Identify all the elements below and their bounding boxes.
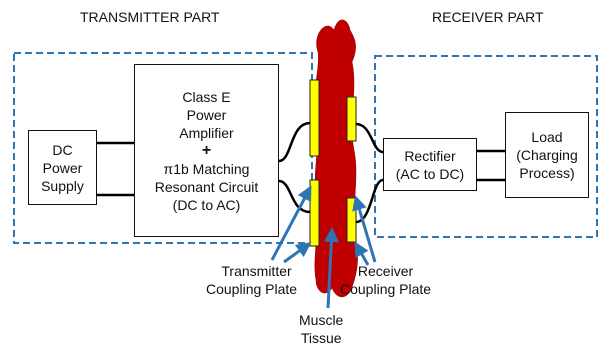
tissue-label-line-1: Muscle (299, 312, 344, 328)
load-line-3: Process) (519, 165, 575, 181)
rx-plate-bottom (346, 197, 357, 243)
amp-line-5: π1b Matching (163, 160, 250, 177)
rectifier-line-1: Rectifier (404, 147, 456, 164)
tx-plate-bottom (309, 179, 320, 247)
arrow-rx-bottom (354, 241, 370, 266)
tx-plate-top (309, 79, 320, 157)
rx-plate-label-line-2: Coupling Plate (340, 281, 432, 297)
tx-plate-label-line-1: Transmitter (221, 263, 292, 279)
amp-line-7: (DC to AC) (172, 196, 241, 213)
tx-plate-label: Transmitter Coupling Plate (206, 262, 297, 298)
transmitter-section-title: TRANSMITTER PART (80, 9, 220, 25)
amp-line-1: Class E (182, 88, 231, 105)
transmitter-dashed-border (13, 52, 313, 244)
dc-supply-line-1: DC (52, 141, 73, 158)
wire-amp-txplate-bottom (278, 179, 311, 214)
arrow-rx-top (352, 195, 377, 263)
amp-line-3: Amplifier (179, 124, 234, 141)
load-line-2: (Charging (516, 147, 578, 163)
muscle-tissue-label: Muscle Tissue (299, 311, 343, 347)
receiver-section-title: RECEIVER PART (432, 9, 544, 25)
amp-plus-sign: + (201, 141, 212, 159)
dc-supply-line-3: Supply (41, 177, 84, 194)
dc-supply-line-2: Power (42, 159, 83, 176)
arrow-tx-top (270, 185, 312, 261)
amp-line-6: Resonant Circuit (154, 178, 259, 195)
rx-plate-label: Receiver Coupling Plate (340, 262, 431, 298)
rx-plate-top (346, 96, 357, 142)
tissue-label-line-2: Tissue (300, 330, 342, 346)
arrow-tissue (323, 227, 339, 309)
rx-plate-label-line-1: Receiver (357, 263, 414, 279)
rectifier-line-2: (AC to DC) (395, 165, 465, 182)
amp-line-2: Power (186, 106, 227, 123)
wire-rxplate-rect-top (355, 122, 384, 154)
load-line-1: Load (531, 129, 563, 145)
wire-rxplate-rect-bottom (355, 178, 384, 224)
rectifier-block: Rectifier (AC to DC) (383, 138, 477, 191)
wire-amp-txplate-top (278, 121, 311, 163)
muscle-tissue-shape (314, 19, 358, 298)
load-block: Load (Charging Process) (505, 112, 589, 198)
amplifier-matching-block: Class E Power Amplifier + π1b Matching R… (134, 64, 279, 237)
dc-power-supply-block: DC Power Supply (28, 130, 97, 205)
arrow-tx-bottom (283, 242, 312, 264)
tx-plate-label-line-2: Coupling Plate (206, 281, 298, 297)
